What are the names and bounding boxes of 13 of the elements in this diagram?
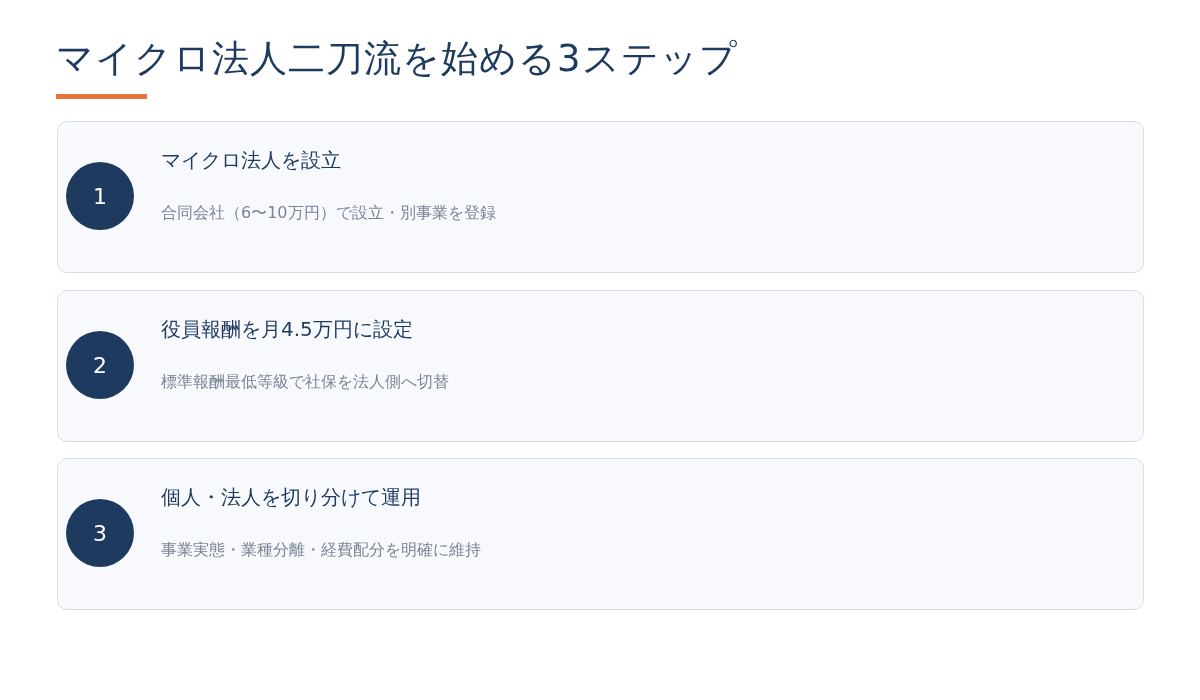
step-heading: 役員報酬を月4.5万円に設定 <box>161 316 413 343</box>
step-heading: 個人・法人を切り分けて運用 <box>161 484 421 511</box>
step-number: 2 <box>66 331 134 399</box>
title: マイクロ法人二刀流を始める3ステップ <box>56 36 738 82</box>
step-card <box>57 290 1144 442</box>
step-number: 3 <box>66 499 134 567</box>
step-heading: マイクロ法人を設立 <box>161 147 341 174</box>
step-description: 標準報酬最低等級で社保を法人側へ切替 <box>161 371 449 393</box>
step-card <box>57 121 1144 273</box>
step-number: 1 <box>66 162 134 230</box>
step-card <box>57 458 1144 610</box>
step-description: 合同会社（6〜10万円）で設立・別事業を登録 <box>161 202 496 224</box>
step-description: 事業実態・業種分離・経費配分を明確に維持 <box>161 539 481 561</box>
